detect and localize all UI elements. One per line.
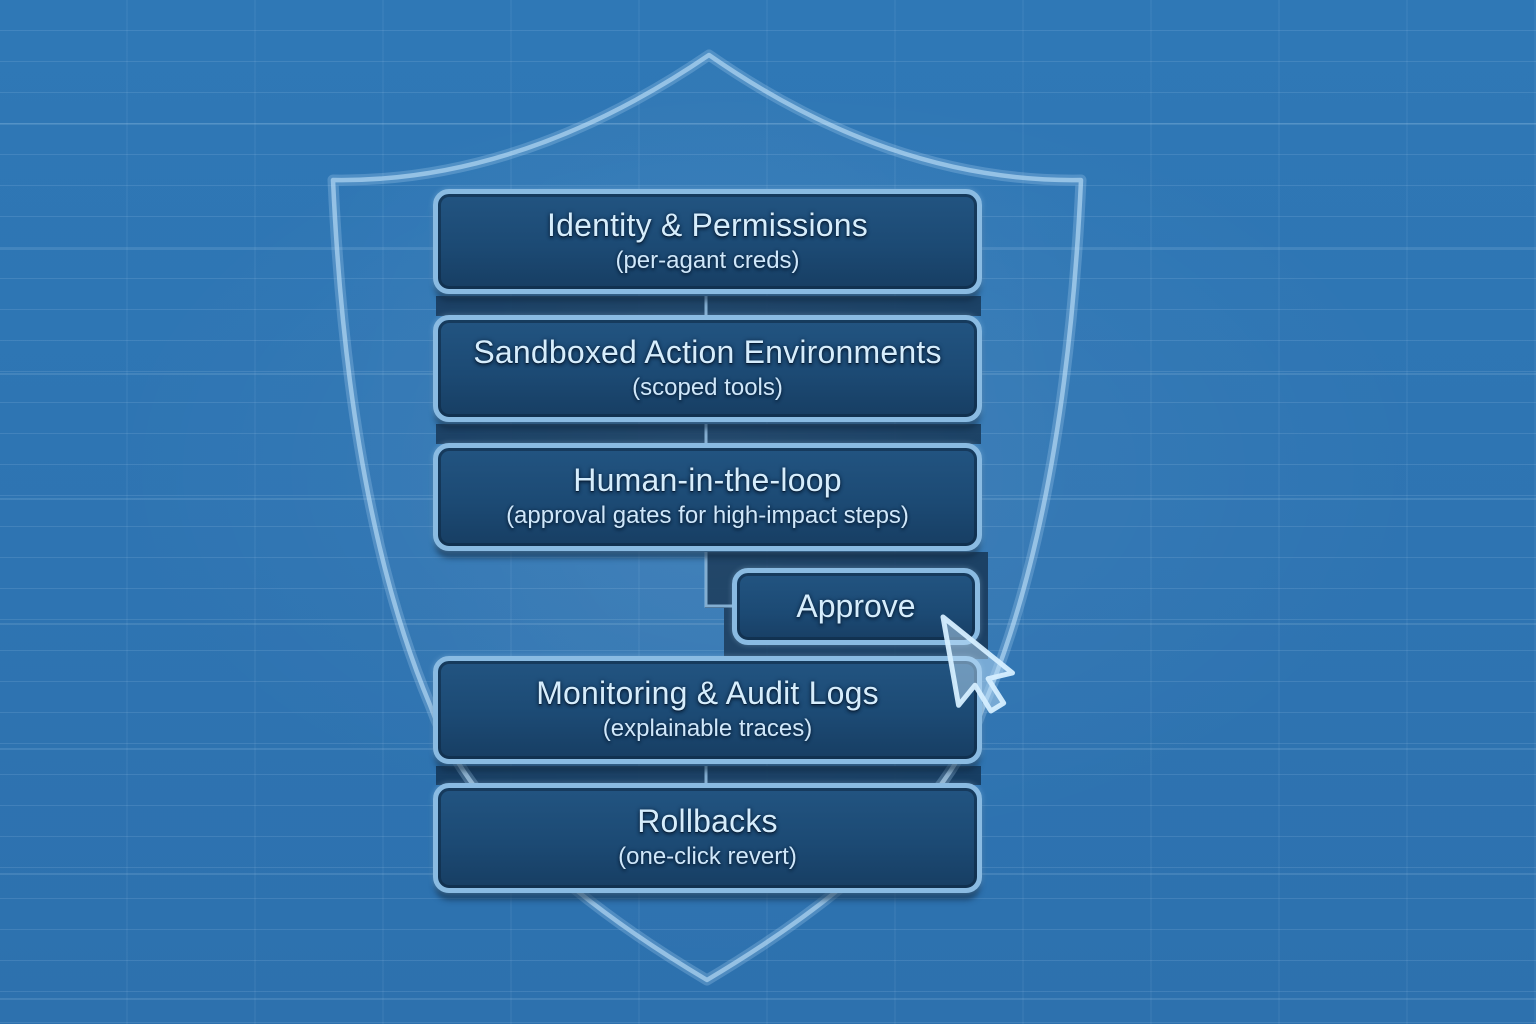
node-title: Rollbacks	[637, 803, 778, 840]
node-title: Monitoring & Audit Logs	[536, 675, 879, 712]
node-title: Identity & Permissions	[547, 206, 868, 243]
node-subtitle: (scoped tools)	[632, 373, 783, 401]
node-subtitle: (approval gates for high-impact steps)	[506, 502, 909, 530]
node-subtitle: (explainable traces)	[602, 715, 813, 743]
approve-button[interactable]: Approve	[732, 568, 980, 645]
node-title: Sandboxed Action Environments	[473, 333, 942, 370]
node-rollbacks: Rollbacks (one-click revert)	[433, 783, 982, 893]
node-sandboxed-environments: Sandboxed Action Environments (scoped to…	[433, 315, 982, 422]
node-identity-permissions: Identity & Permissions (per-agant creds)	[433, 189, 982, 294]
node-title: Human-in-the-loop	[573, 462, 842, 499]
node-subtitle: (per-agant creds)	[615, 246, 800, 274]
node-subtitle: (one-click revert)	[618, 843, 797, 871]
node-monitoring-audit-logs: Monitoring & Audit Logs (explainable tra…	[433, 656, 982, 764]
node-human-in-the-loop: Human-in-the-loop (approval gates for hi…	[433, 443, 982, 551]
